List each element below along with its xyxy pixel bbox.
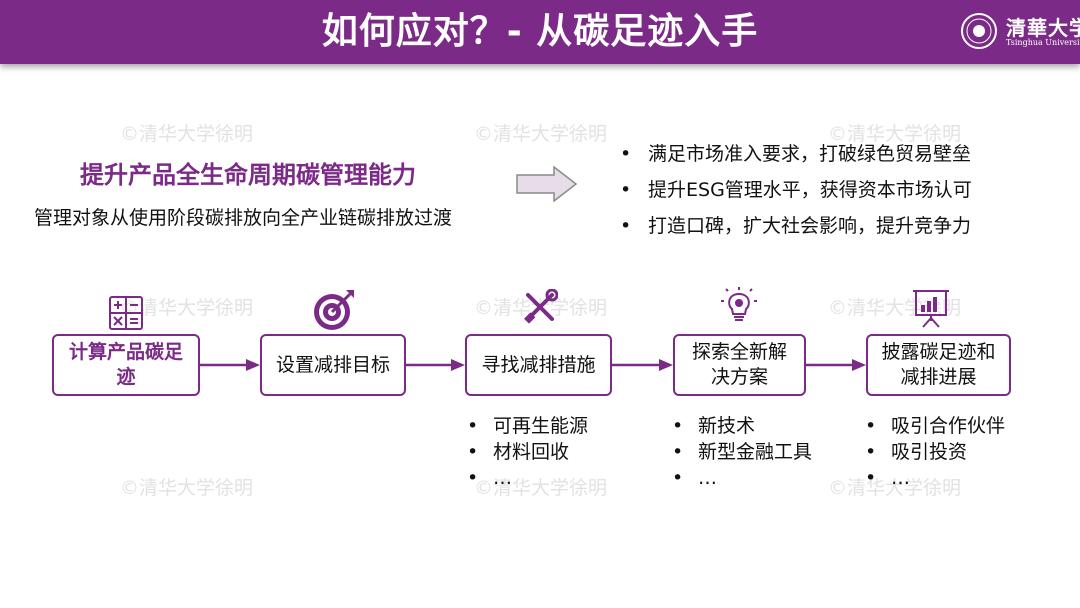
watermark: ©清华大学徐明 <box>828 123 962 145</box>
watermark: ©清华大学徐明 <box>474 477 608 499</box>
calculator-icon <box>109 296 143 330</box>
university-seal-icon <box>961 13 997 49</box>
benefit-item: •提升ESG管理水平，获得资本市场认可 <box>620 179 972 201</box>
logo-text-cn: 清華大学 <box>1006 16 1080 40</box>
watermark: ©清华大学徐明 <box>828 477 962 499</box>
list-item: •新型金融工具 <box>672 441 813 463</box>
list-item: •吸引投资 <box>865 441 968 463</box>
tools-icon <box>524 289 558 324</box>
solutions-list: •新技术 •新型金融工具 •… <box>672 413 812 491</box>
lightbulb-icon <box>721 287 757 321</box>
section-heading: 提升产品全生命周期碳管理能力 <box>80 161 416 189</box>
flow-arrow <box>406 359 465 371</box>
disclosure-list: •吸引合作伙伴 •吸引投资 •… <box>865 413 1005 491</box>
list-item: •新技术 <box>672 415 756 437</box>
flow-arrow <box>200 359 260 371</box>
section-subtext: 管理对象从使用阶段碳排放向全产业链碳排放过渡 <box>34 207 453 229</box>
list-item: •材料回收 <box>467 441 570 463</box>
benefit-item: •满足市场准入要求，打破绿色贸易壁垒 <box>620 143 972 165</box>
process-step-target: 设置减排目标 <box>260 334 406 396</box>
watermark: ©清华大学徐明 <box>474 123 608 145</box>
page-title: 如何应对？- 从碳足迹入手 <box>321 11 759 52</box>
process-step-calculate: 计算产品碳足迹 <box>52 334 200 396</box>
measures-list: •可再生能源 •材料回收 •… <box>467 413 588 491</box>
watermark: ©清华大学徐明 <box>120 477 254 499</box>
target-icon <box>314 290 354 330</box>
benefit-list: •满足市场准入要求，打破绿色贸易壁垒 •提升ESG管理水平，获得资本市场认可 •… <box>620 136 972 244</box>
process-step-disclosure: 披露碳足迹和减排进展 <box>866 334 1011 396</box>
list-item: •吸引合作伙伴 <box>865 415 1006 437</box>
list-item: •可再生能源 <box>467 415 589 437</box>
flow-arrow <box>612 359 673 371</box>
flow-arrow <box>806 359 866 371</box>
watermark: ©清华大学徐明 <box>120 123 254 145</box>
university-logo: 清華大学 Tsinghua University <box>960 12 1080 52</box>
list-item: •… <box>672 467 717 489</box>
process-step-measures: 寻找减排措施 <box>465 334 612 396</box>
header-banner <box>0 0 1080 64</box>
process-step-solutions: 探索全新解决方案 <box>673 334 806 396</box>
watermark: ©清华大学徐明 <box>120 297 254 319</box>
logo-text-en: Tsinghua University <box>1006 38 1080 47</box>
list-item: •… <box>865 467 910 489</box>
right-arrow-icon <box>516 166 578 202</box>
list-item: •… <box>467 467 512 489</box>
presentation-chart-icon <box>913 290 949 328</box>
benefit-item: •打造口碑，扩大社会影响，提升竞争力 <box>620 215 972 237</box>
